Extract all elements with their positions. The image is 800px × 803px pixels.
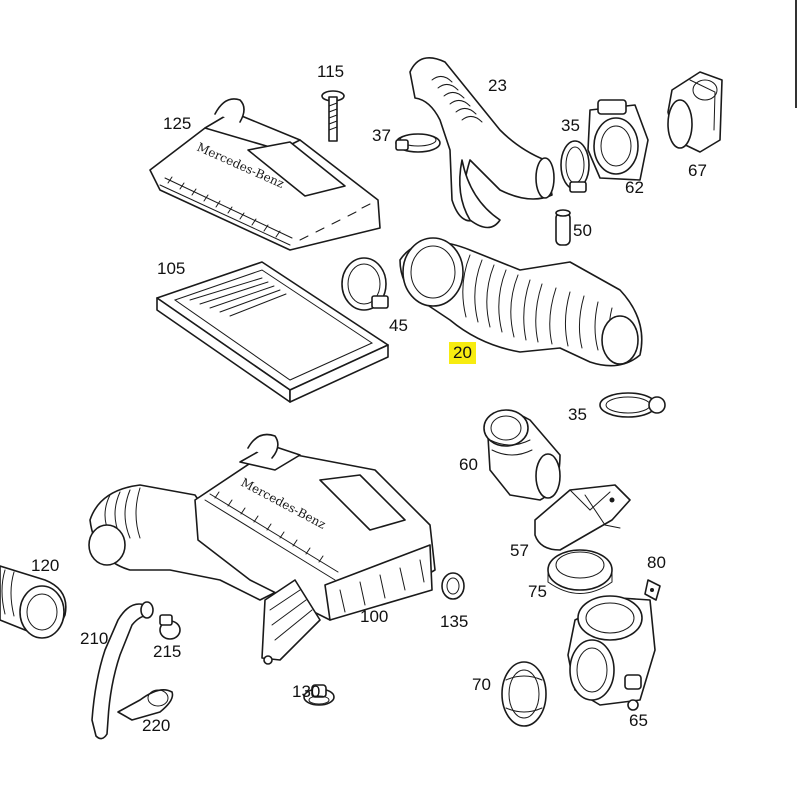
part-label-210: 210 (80, 629, 109, 648)
part-label-35-upper: 35 (561, 116, 580, 135)
part-label-57: 57 (510, 541, 529, 560)
part-label-135: 135 (440, 612, 469, 631)
part-label-67: 67 (688, 161, 707, 180)
part-label-70: 70 (472, 675, 491, 694)
clip-80 (644, 579, 661, 601)
clamp-215 (159, 614, 181, 640)
plug-135 (441, 572, 465, 600)
part-label-65: 65 (629, 711, 648, 730)
part-label-37: 37 (372, 126, 391, 145)
part-label-75: 75 (528, 582, 547, 601)
part-label-115: 115 (317, 62, 345, 81)
bracket-57 (534, 484, 631, 551)
sleeve-50 (555, 209, 571, 246)
part-label-120: 120 (31, 556, 60, 575)
part-label-100: 100 (360, 607, 389, 626)
drain-valve-130 (303, 684, 335, 706)
mass-airflow-sensor-62 (587, 99, 649, 181)
part-label-23: 23 (488, 76, 507, 95)
air-filter-housing-100: Mercedes-Benz (88, 433, 436, 665)
part-label-62: 62 (625, 178, 644, 197)
ring-75 (547, 549, 613, 594)
throttle-housing-65 (567, 595, 656, 711)
clamp-35-upper (560, 140, 590, 193)
part-label-60: 60 (459, 455, 478, 474)
part-label-220: 220 (142, 716, 171, 735)
part-label-50: 50 (573, 221, 592, 240)
part-label-45: 45 (389, 316, 408, 335)
window-edge-divider (795, 0, 797, 108)
part-label-130: 130 (292, 682, 321, 701)
air-filter-cover-125: Mercedes-Benz (149, 98, 381, 251)
clamp-35-lower (599, 392, 666, 418)
connector-60 (483, 409, 561, 501)
part-label-35-lower: 35 (568, 405, 587, 424)
strap-220 (117, 689, 174, 721)
part-label-125: 125 (163, 114, 192, 133)
part-label-215: 215 (153, 642, 182, 661)
clamp-45 (341, 257, 389, 311)
part-label-80: 80 (647, 553, 666, 572)
intake-duct-23 (409, 56, 555, 229)
bolt-115 (321, 90, 345, 142)
intake-tube-120 (0, 565, 67, 639)
part-label-105: 105 (157, 259, 186, 278)
filter-element-105 (156, 261, 389, 403)
sensor-housing-67 (667, 71, 723, 153)
seal-70 (501, 661, 547, 727)
part-label-20-highlighted: 20 (449, 342, 476, 364)
drain-hose-210 (91, 601, 154, 740)
intake-hose-20 (399, 237, 643, 367)
clamp-37 (395, 133, 441, 153)
